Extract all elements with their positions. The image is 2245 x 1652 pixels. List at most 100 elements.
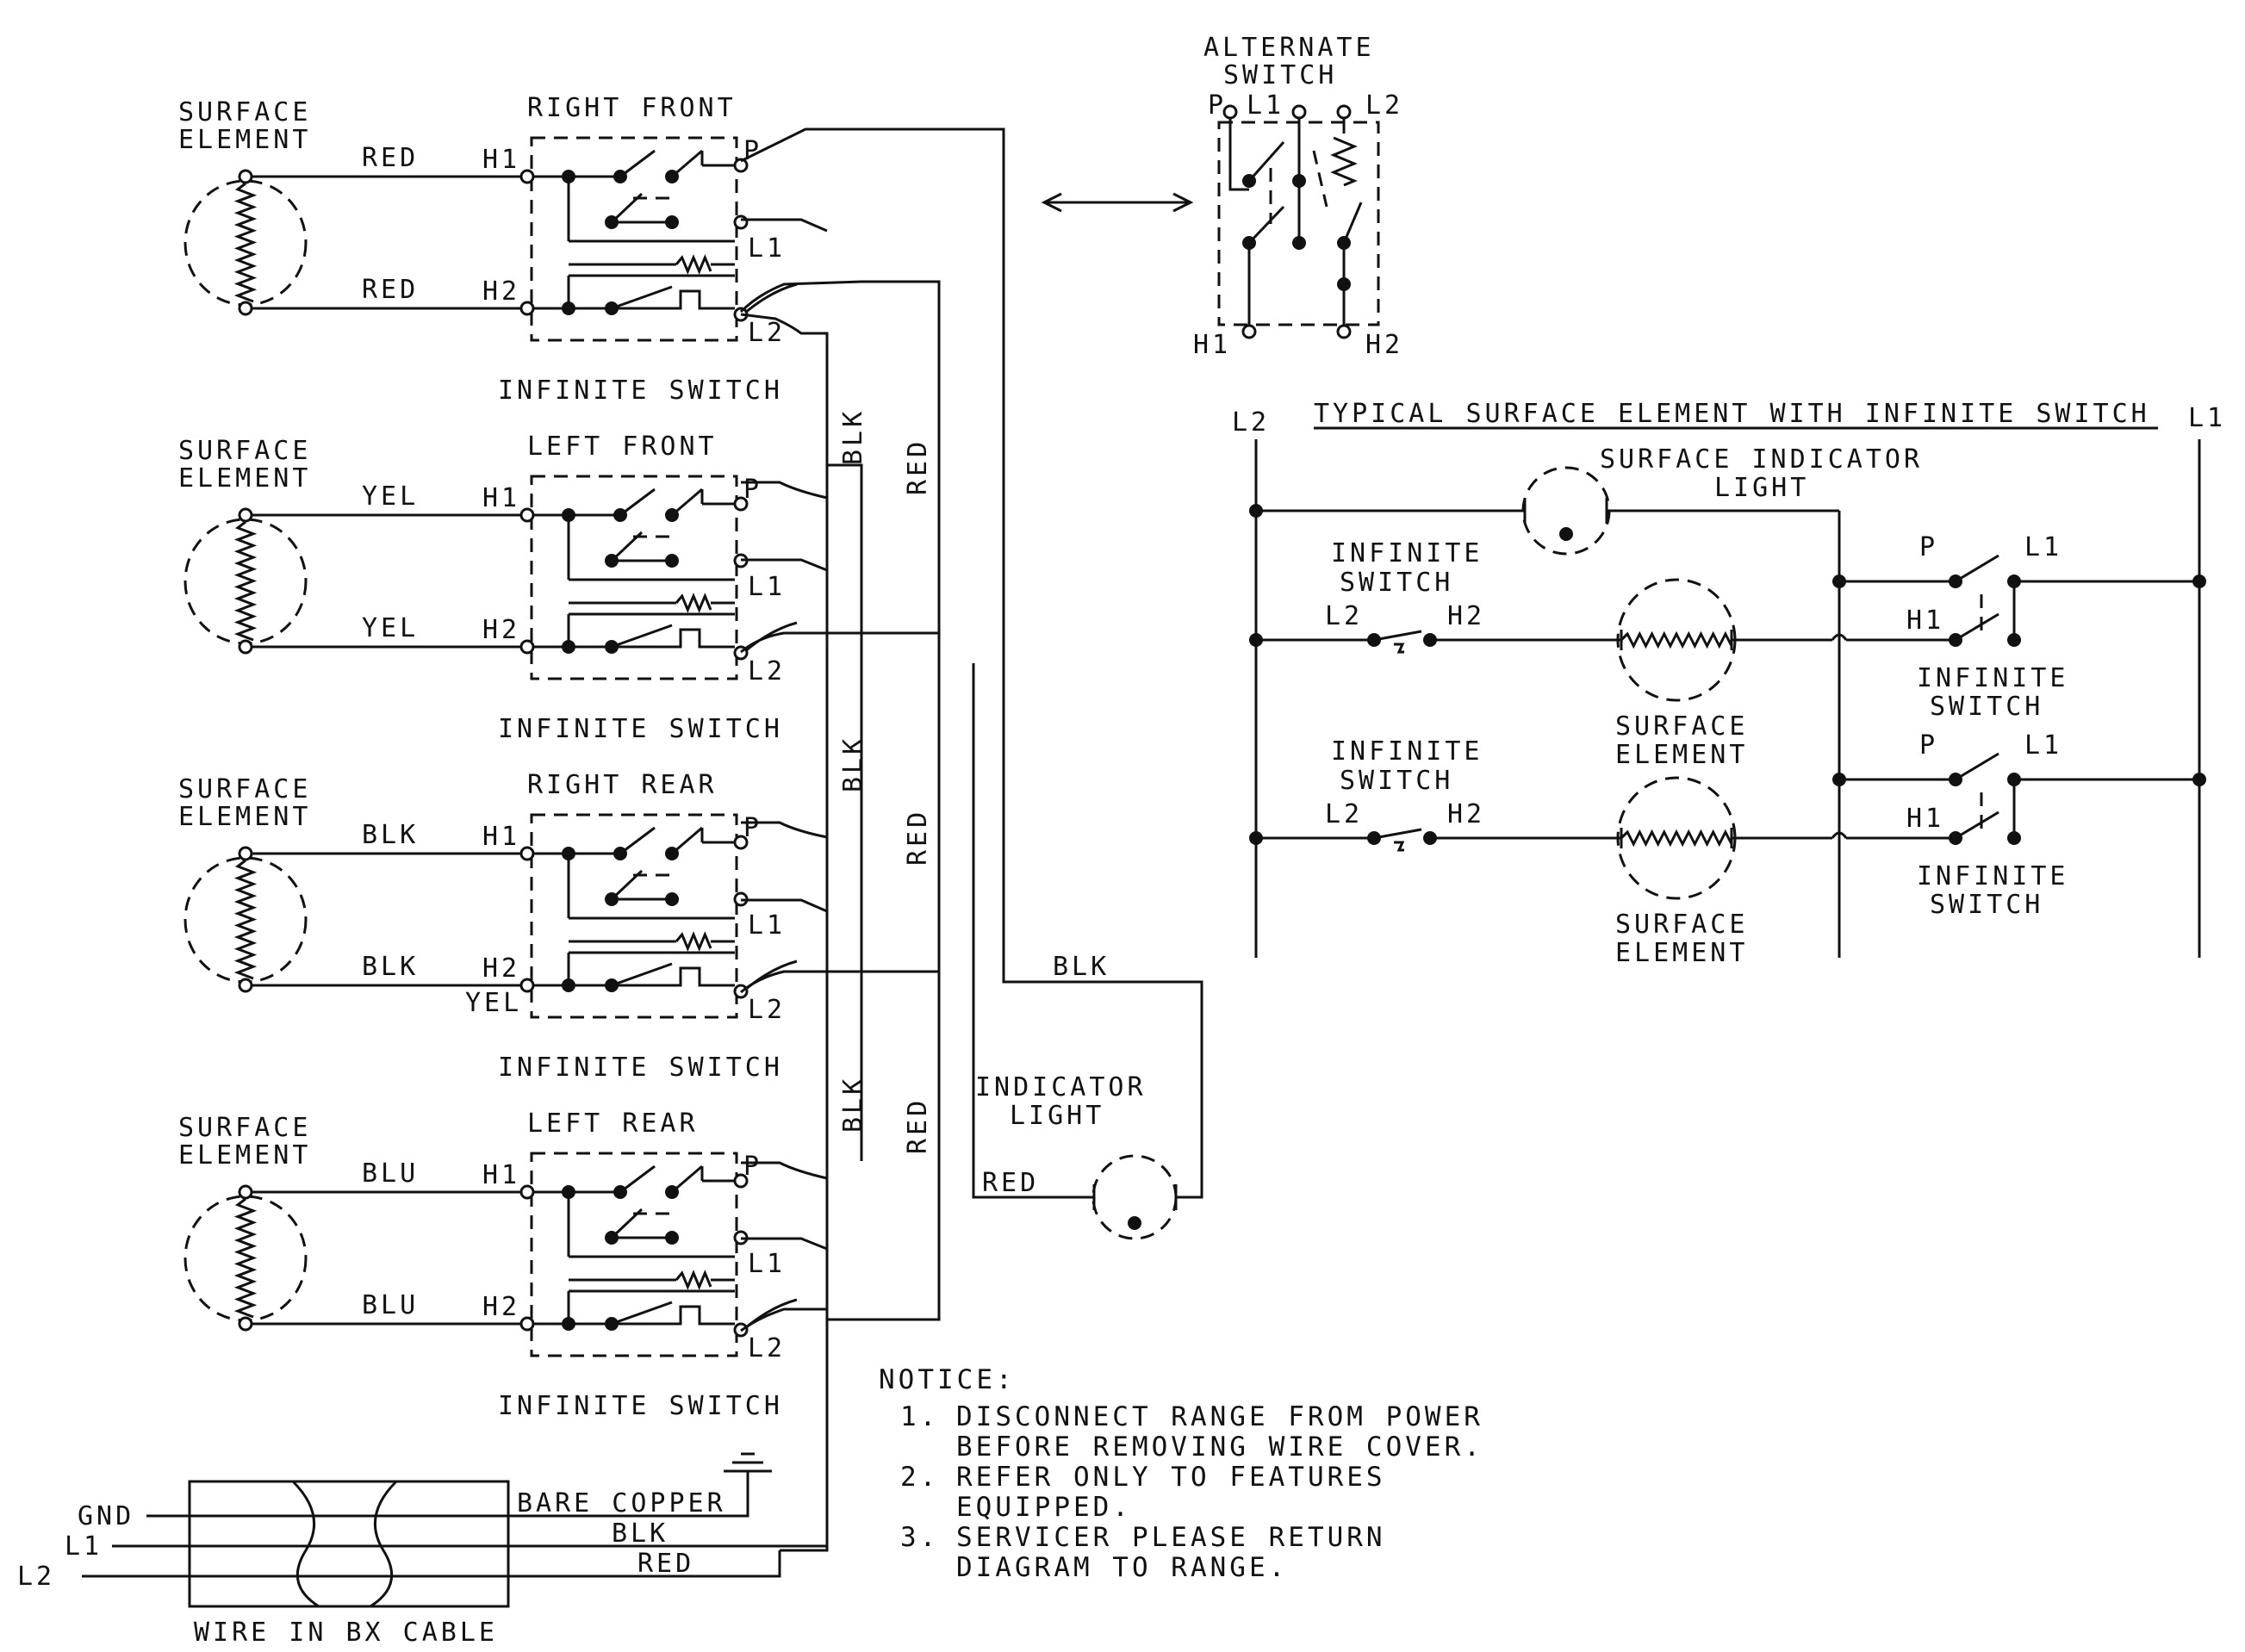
bus-label-blk-2: BLK bbox=[838, 736, 868, 792]
terminal-h2: H2 bbox=[482, 953, 520, 984]
blk-link-4 bbox=[741, 1237, 828, 1251]
terminal-l1: L1 bbox=[748, 1249, 786, 1279]
rail-label-l2: L2 bbox=[1232, 407, 1270, 438]
surface-element-label-1: SURFACE bbox=[178, 436, 311, 466]
indicator-light-label-1: INDICATOR bbox=[975, 1072, 1147, 1102]
bx-cable-housing bbox=[188, 1480, 510, 1608]
burner-position-label: LEFT FRONT bbox=[527, 432, 718, 462]
typical-terminal-l2: L2 bbox=[1325, 601, 1363, 631]
terminal-p: P bbox=[743, 813, 762, 843]
heating-element-coil bbox=[233, 859, 258, 980]
element-wire-label-top: BLU bbox=[362, 1158, 419, 1189]
bus-wiring bbox=[739, 127, 1203, 1552]
extra-wire-label: YEL bbox=[465, 988, 522, 1018]
element-wire-label-bottom: BLK bbox=[362, 952, 419, 982]
terminal-h2: H2 bbox=[482, 276, 520, 307]
typical-element-label-1: SURFACE bbox=[1615, 910, 1748, 940]
infinite-switch-box bbox=[530, 1152, 738, 1357]
bus-label-red-2: RED bbox=[903, 809, 933, 866]
rail-label-l1: L1 bbox=[2188, 403, 2226, 433]
typical-switch-label-2: SWITCH bbox=[1340, 766, 1453, 796]
conductor-label-bare-copper: BARE COPPER bbox=[517, 1488, 726, 1518]
bus-label-red-3: RED bbox=[903, 1097, 933, 1154]
notice-3-line1: SERVICER PLEASE RETURN bbox=[956, 1522, 1386, 1553]
infinite-switch-box bbox=[530, 475, 738, 680]
element-wire-label-bottom: YEL bbox=[362, 613, 419, 643]
infinite-switch-label: INFINITE SWITCH bbox=[498, 376, 783, 406]
notice-1-line1: DISCONNECT RANGE FROM POWER bbox=[956, 1401, 1483, 1432]
notice-3-num: 3. bbox=[900, 1522, 939, 1553]
element-wire-label-bottom: RED bbox=[362, 275, 419, 305]
alt-terminal-l2: L2 bbox=[1365, 90, 1403, 121]
typical-heating-element bbox=[1620, 829, 1733, 848]
typical-infinite-switch-label-2: SWITCH bbox=[1930, 692, 2043, 722]
red-bus-wire bbox=[739, 280, 941, 1321]
typical-switch-label-1: INFINITE bbox=[1331, 736, 1483, 767]
indicator-feed-wire-label: RED bbox=[982, 1168, 1039, 1198]
typical-infinite-switch-label-2: SWITCH bbox=[1930, 890, 2043, 920]
typical-terminal-h2: H2 bbox=[1447, 799, 1485, 829]
terminal-l2: L2 bbox=[748, 656, 786, 686]
typical-element-label-2: ELEMENT bbox=[1615, 938, 1748, 968]
alt-terminal-h2: H2 bbox=[1365, 330, 1403, 360]
typical-circuit-title: TYPICAL SURFACE ELEMENT WITH INFINITE SW… bbox=[1314, 399, 2150, 429]
notice-1-line2: BEFORE REMOVING WIRE COVER. bbox=[956, 1432, 1483, 1463]
burner-position-label: RIGHT FRONT bbox=[527, 93, 737, 123]
infinite-switch-label: INFINITE SWITCH bbox=[498, 1391, 783, 1421]
bimetal-heater bbox=[675, 1270, 712, 1290]
cable-label: WIRE IN BX CABLE bbox=[194, 1618, 498, 1648]
bimetal-heater bbox=[675, 931, 712, 952]
surface-element-label-1: SURFACE bbox=[178, 97, 311, 127]
indicator-light-label-2: LIGHT bbox=[1010, 1101, 1104, 1131]
typical-indicator-label-1: SURFACE INDICATOR bbox=[1600, 444, 1923, 475]
supply-input-gnd: GND bbox=[78, 1501, 134, 1531]
alt-terminal-h1: H1 bbox=[1193, 330, 1231, 360]
supply-red-wire bbox=[508, 1550, 781, 1578]
element-wire-label-top: BLK bbox=[362, 820, 419, 850]
notice-heading: NOTICE: bbox=[879, 1364, 1016, 1395]
typical-element-label-1: SURFACE bbox=[1615, 711, 1748, 742]
cable-break-1 bbox=[291, 1480, 320, 1608]
element-wire-label-top: YEL bbox=[362, 481, 419, 512]
typical-indicator-label-2: LIGHT bbox=[1714, 473, 1809, 503]
blk-bus-wire bbox=[740, 313, 829, 1548]
typical-element-label-2: ELEMENT bbox=[1615, 740, 1748, 770]
surface-element-label-1: SURFACE bbox=[178, 774, 311, 804]
supply-input-l2: L2 bbox=[17, 1562, 55, 1592]
terminal-h1: H1 bbox=[482, 822, 520, 852]
blk-indicator-wire bbox=[740, 127, 1203, 1199]
notice: NOTICE: 1. DISCONNECT RANGE FROM POWER B… bbox=[879, 1364, 1483, 1583]
typical-terminal-l2: L2 bbox=[1325, 799, 1363, 829]
terminal-h2: H2 bbox=[482, 1292, 520, 1322]
alternate-switch-label-2: SWITCH bbox=[1223, 60, 1337, 90]
alt-terminal-p: P bbox=[1208, 90, 1227, 121]
terminal-l2: L2 bbox=[748, 318, 786, 348]
infinite-switch-box bbox=[530, 813, 738, 1019]
infinite-switch-label: INFINITE SWITCH bbox=[498, 714, 783, 744]
bus-label-red-1: RED bbox=[903, 438, 933, 495]
indicator-light: INDICATOR LIGHT RED BLK bbox=[975, 952, 1178, 1240]
terminal-h1: H1 bbox=[482, 1160, 520, 1190]
terminal-h2: H2 bbox=[482, 615, 520, 645]
terminal-l1: L1 bbox=[748, 910, 786, 941]
alternate-switch: ALTERNATE SWITCH P L1 L2 H1 H2 bbox=[1193, 33, 1403, 360]
terminal-h1: H1 bbox=[482, 483, 520, 513]
typical-infinite-switch-label-1: INFINITE bbox=[1917, 861, 2069, 891]
indicator-return-wire-label: BLK bbox=[1053, 952, 1110, 982]
red-bus-end bbox=[780, 1309, 829, 1552]
notice-2-line1: REFER ONLY TO FEATURES bbox=[956, 1462, 1386, 1493]
surface-element-label-1: SURFACE bbox=[178, 1113, 311, 1143]
burner-position-label: LEFT REAR bbox=[527, 1109, 699, 1139]
alternate-arrow bbox=[1041, 192, 1194, 213]
notice-1-num: 1. bbox=[900, 1401, 939, 1432]
surface-element-label-2: ELEMENT bbox=[178, 1140, 311, 1171]
cable-break-2 bbox=[370, 1480, 398, 1608]
typical-terminal-h1: H1 bbox=[1906, 804, 1944, 834]
terminal-l2: L2 bbox=[748, 1333, 786, 1363]
supply-input-l1: L1 bbox=[65, 1531, 103, 1562]
infinite-switch-label: INFINITE SWITCH bbox=[498, 1053, 783, 1083]
bus-labels: BLK RED BLK RED BLK RED bbox=[838, 408, 933, 1154]
